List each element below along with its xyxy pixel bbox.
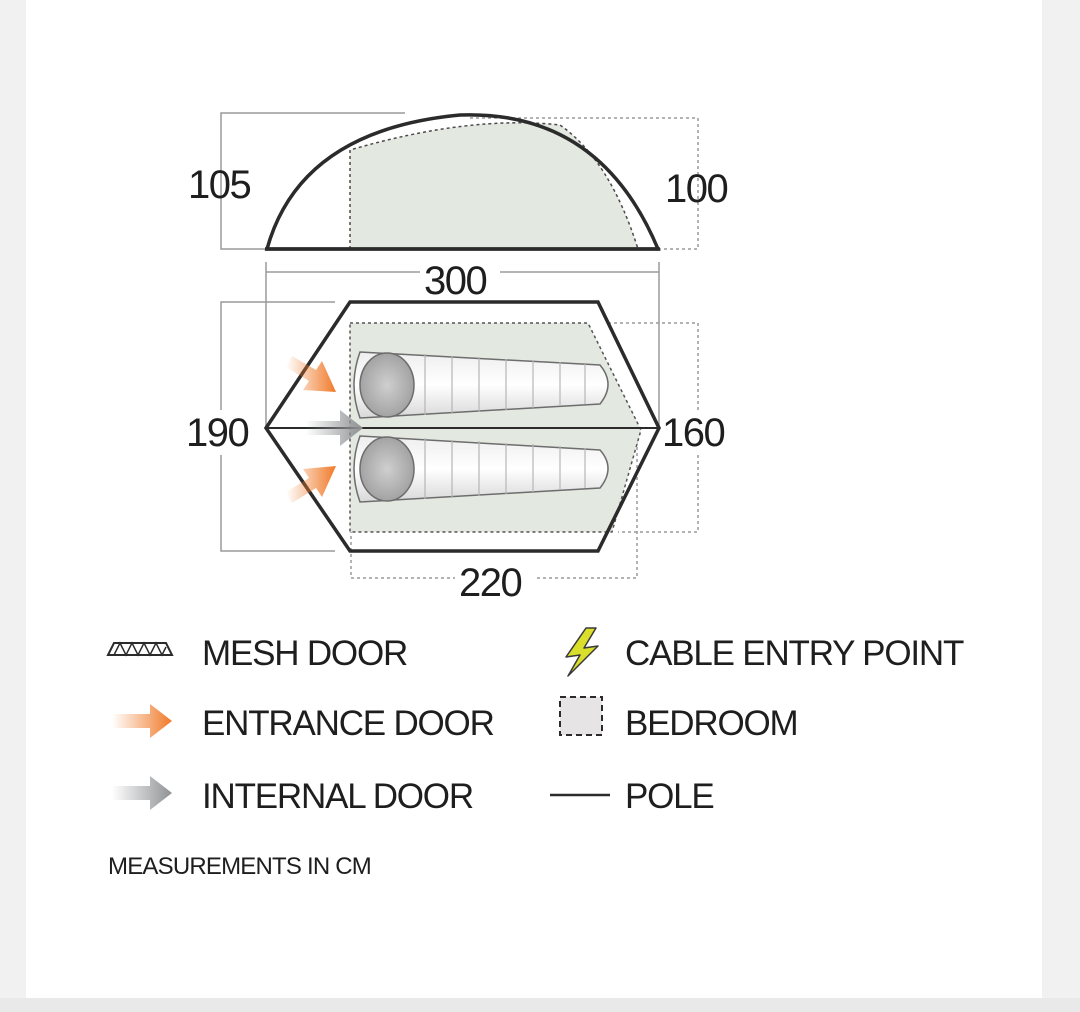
legend-mesh-door: MESH DOOR bbox=[202, 634, 407, 673]
cable-entry-bolt-icon bbox=[565, 627, 599, 677]
legend: MESH DOOR ENTRANCE DOOR INTERNAL DOOR CA… bbox=[106, 627, 965, 880]
length-guide bbox=[265, 262, 660, 430]
entrance-door-icon bbox=[112, 704, 172, 738]
legend-entrance-door: ENTRANCE DOOR bbox=[202, 704, 494, 743]
page-bottom-band bbox=[0, 998, 1080, 1012]
legend-internal-door: INTERNAL DOOR bbox=[202, 777, 473, 816]
outer-shell-profile bbox=[264, 113, 661, 251]
height-guides bbox=[220, 112, 405, 250]
sleeping-bag-lower bbox=[353, 435, 609, 503]
legend-cable-entry-point: CABLE ENTRY POINT bbox=[625, 634, 964, 673]
sleeping-bag-upper bbox=[353, 351, 609, 419]
legend-pole: POLE bbox=[625, 777, 714, 816]
bedroom-icon bbox=[559, 696, 603, 736]
legend-bedroom: BEDROOM bbox=[625, 704, 797, 743]
length-total-label: 300 bbox=[424, 259, 486, 303]
width-outer-label: 190 bbox=[186, 411, 248, 455]
side-elevation: 105 100 bbox=[188, 112, 729, 251]
bedroom-length-label: 220 bbox=[459, 561, 521, 605]
outer-footprint bbox=[263, 300, 661, 553]
mesh-door-icon bbox=[106, 641, 174, 657]
plan-view: 300 190 160 220 bbox=[186, 259, 726, 605]
internal-door-icon bbox=[112, 776, 172, 810]
height-right-label: 100 bbox=[665, 167, 727, 211]
height-left-label: 105 bbox=[188, 163, 250, 207]
internal-door-arrow-icon bbox=[306, 410, 363, 446]
entrance-arrow-lower-icon bbox=[286, 466, 336, 503]
entrance-arrow-upper-icon bbox=[286, 356, 336, 392]
measurements-note: MEASUREMENTS IN CM bbox=[108, 853, 371, 880]
width-inner-label: 160 bbox=[662, 411, 724, 455]
inner-tent-profile bbox=[349, 122, 640, 250]
